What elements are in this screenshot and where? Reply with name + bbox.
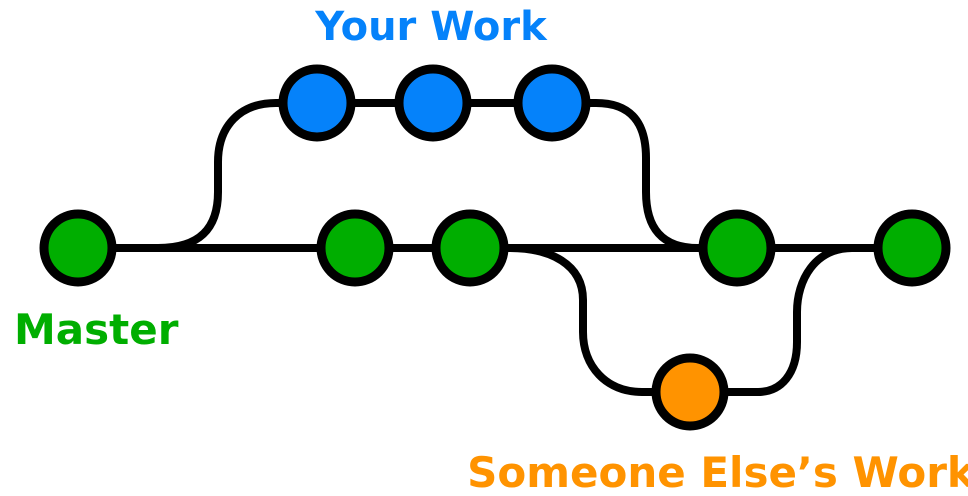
commit-nodes [39,64,951,431]
commit-node-master [698,209,776,287]
your-work-branch-line [154,99,702,252]
commit-node-your-work [278,64,356,142]
your-work-label: Your Work [314,4,548,50]
commit-node-master [873,209,951,287]
someone-elses-branch-line [506,244,856,396]
someone-elses-work-label: Someone Else’s Work [467,448,968,496]
commit-node-master [316,209,394,287]
commit-node-someone-elses-work [651,353,729,431]
master-label: Master [14,305,179,354]
commit-node-your-work [513,64,591,142]
commit-node-master [431,209,509,287]
commit-node-your-work [394,64,472,142]
commit-node-master [39,209,117,287]
